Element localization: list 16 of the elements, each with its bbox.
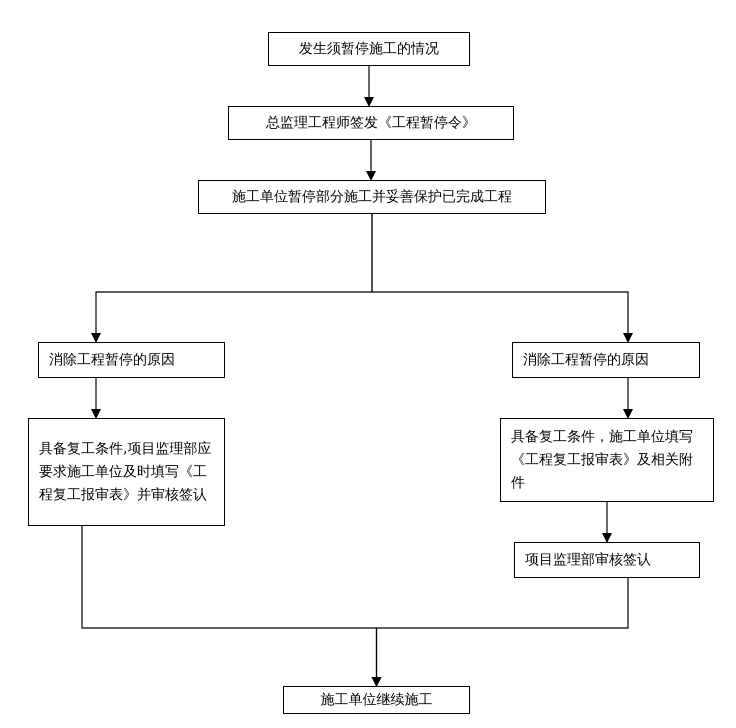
process-box: 施工单位继续施工 [283,686,470,714]
process-box: 项目监理部审核签认 [514,542,700,578]
process-box: 消除工程暂停的原因 [512,342,700,378]
process-box: 消除工程暂停的原因 [38,342,225,378]
arrow [371,214,633,343]
arrow [372,578,629,687]
arrow [623,378,633,419]
arrow [364,66,374,107]
process-box: 发生须暂停施工的情况 [268,32,470,66]
process-box: 具备复工条件,项目监理部应要求施工单位及时填写《工程复工报审表》并审核签认 [28,418,225,526]
process-box: 具备复工条件，施工单位填写《工程复工报审表》及相关附件 [500,418,714,502]
process-box: 总监理工程师签发《工程暂停令》 [228,106,514,140]
arrow [366,140,376,181]
arrow [91,378,101,419]
process-box: 施工单位暂停部分施工并妥善保护已完成工程 [198,180,546,214]
arrow [602,502,612,543]
